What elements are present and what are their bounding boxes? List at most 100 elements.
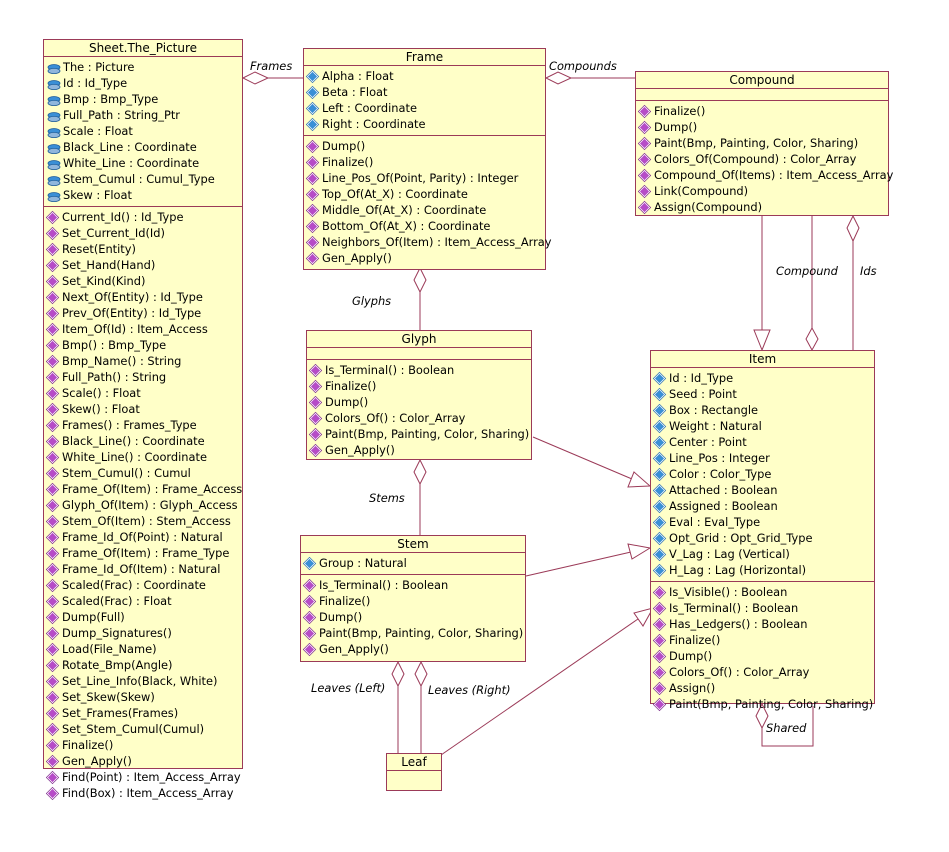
operation-row[interactable]: White_Line() : Coordinate (44, 449, 242, 465)
operation-row[interactable]: Neighbors_Of(Item) : Item_Access_Array (304, 234, 552, 250)
operation-row[interactable]: Frame_Of(Item) : Frame_Access (44, 481, 242, 497)
operation-row[interactable]: Colors_Of() : Color_Array (651, 664, 874, 680)
operation-row[interactable]: Finalize() (301, 593, 525, 609)
attribute-row[interactable]: Group : Natural (301, 555, 525, 571)
operation-row[interactable]: Find(Box) : Item_Access_Array (44, 785, 242, 801)
operation-row[interactable]: Frames() : Frames_Type (44, 417, 242, 433)
operation-row[interactable]: Colors_Of() : Color_Array (307, 410, 531, 426)
attribute-row[interactable]: Seed : Point (651, 386, 874, 402)
operation-row[interactable]: Prev_Of(Entity) : Id_Type (44, 305, 242, 321)
operation-row[interactable]: Paint(Bmp, Painting, Color, Sharing) (636, 135, 888, 151)
attribute-row[interactable]: Color : Color_Type (651, 466, 874, 482)
operation-row[interactable]: Set_Line_Info(Black, White) (44, 673, 242, 689)
operation-row[interactable]: Glyph_Of(Item) : Glyph_Access (44, 497, 242, 513)
operation-row[interactable]: Set_Skew(Skew) (44, 689, 242, 705)
operation-row[interactable]: Scaled(Frac) : Float (44, 593, 242, 609)
attribute-row[interactable]: Bmp : Bmp_Type (44, 91, 242, 107)
operation-row[interactable]: Finalize() (304, 154, 545, 170)
operation-row[interactable]: Frame_Id_Of(Point) : Natural (44, 529, 242, 545)
operation-row[interactable]: Is_Terminal() : Boolean (307, 362, 531, 378)
operation-row[interactable]: Finalize() (651, 632, 874, 648)
operation-row[interactable]: Frame_Id_Of(Item) : Natural (44, 561, 242, 577)
operation-row[interactable]: Gen_Apply() (44, 753, 242, 769)
operation-row[interactable]: Dump() (301, 609, 525, 625)
operation-row[interactable]: Is_Terminal() : Boolean (651, 600, 874, 616)
attribute-row[interactable]: Black_Line : Coordinate (44, 139, 242, 155)
operation-row[interactable]: Next_Of(Entity) : Id_Type (44, 289, 242, 305)
operation-row[interactable]: Gen_Apply() (304, 250, 545, 266)
attribute-row[interactable]: Alpha : Float (304, 68, 545, 84)
operation-row[interactable]: Find(Point) : Item_Access_Array (44, 769, 242, 785)
operation-row[interactable]: Gen_Apply() (307, 442, 531, 458)
operation-row[interactable]: Finalize() (307, 378, 531, 394)
operation-row[interactable]: Gen_Apply() (301, 641, 525, 657)
operation-row[interactable]: Top_Of(At_X) : Coordinate (304, 186, 545, 202)
operation-row[interactable]: Finalize() (44, 737, 242, 753)
operation-row[interactable]: Dump() (636, 119, 888, 135)
attribute-row[interactable]: Id : Id_Type (651, 370, 874, 386)
operation-row[interactable]: Full_Path() : String (44, 369, 242, 385)
operation-row[interactable]: Assign(Compound) (636, 199, 888, 215)
operation-row[interactable]: Scale() : Float (44, 385, 242, 401)
operation-row[interactable]: Is_Terminal() : Boolean (301, 577, 525, 593)
attribute-row[interactable]: The : Picture (44, 59, 242, 75)
attribute-row[interactable]: Left : Coordinate (304, 100, 545, 116)
operation-row[interactable]: Compound_Of(Items) : Item_Access_Array (636, 167, 893, 183)
operation-row[interactable]: Middle_Of(At_X) : Coordinate (304, 202, 545, 218)
attribute-row[interactable]: Attached : Boolean (651, 482, 874, 498)
operation-row[interactable]: Paint(Bmp, Painting, Color, Sharing) (301, 625, 525, 641)
operation-row[interactable]: Bottom_Of(At_X) : Coordinate (304, 218, 545, 234)
attribute-row[interactable]: Line_Pos : Integer (651, 450, 874, 466)
operation-row[interactable]: Is_Visible() : Boolean (651, 584, 874, 600)
operation-row[interactable]: Finalize() (636, 103, 888, 119)
operation-row[interactable]: Current_Id() : Id_Type (44, 209, 242, 225)
operation-row[interactable]: Stem_Of(Item) : Stem_Access (44, 513, 242, 529)
operation-row[interactable]: Dump_Signatures() (44, 625, 242, 641)
attribute-row[interactable]: Right : Coordinate (304, 116, 545, 132)
attribute-row[interactable]: Center : Point (651, 434, 874, 450)
operation-row[interactable]: Assign() (651, 680, 874, 696)
attribute-row[interactable]: V_Lag : Lag (Vertical) (651, 546, 874, 562)
operation-row[interactable]: Colors_Of(Compound) : Color_Array (636, 151, 888, 167)
operation-row[interactable]: Dump() (304, 138, 545, 154)
operation-row[interactable]: Scaled(Frac) : Coordinate (44, 577, 242, 593)
class-leaf[interactable]: Leaf (386, 753, 442, 791)
attribute-row[interactable]: Assigned : Boolean (651, 498, 874, 514)
attribute-row[interactable]: Skew : Float (44, 187, 242, 203)
operation-row[interactable]: Rotate_Bmp(Angle) (44, 657, 242, 673)
attribute-row[interactable]: Stem_Cumul : Cumul_Type (44, 171, 242, 187)
operation-row[interactable]: Set_Hand(Hand) (44, 257, 242, 273)
operation-row[interactable]: Dump() (307, 394, 531, 410)
attribute-row[interactable]: Scale : Float (44, 123, 242, 139)
operation-row[interactable]: Stem_Cumul() : Cumul (44, 465, 242, 481)
operation-row[interactable]: Bmp_Name() : String (44, 353, 242, 369)
attribute-row[interactable]: White_Line : Coordinate (44, 155, 242, 171)
operation-row[interactable]: Link(Compound) (636, 183, 888, 199)
operation-row[interactable]: Paint(Bmp, Painting, Color, Sharing) (651, 696, 874, 712)
attribute-row[interactable]: Beta : Float (304, 84, 545, 100)
attribute-row[interactable]: H_Lag : Lag (Horizontal) (651, 562, 874, 578)
operation-row[interactable]: Load(File_Name) (44, 641, 242, 657)
operation-row[interactable]: Reset(Entity) (44, 241, 242, 257)
operation-row[interactable]: Set_Current_Id(Id) (44, 225, 242, 241)
operation-row[interactable]: Bmp() : Bmp_Type (44, 337, 242, 353)
attribute-row[interactable]: Full_Path : String_Ptr (44, 107, 242, 123)
attribute-row[interactable]: Box : Rectangle (651, 402, 874, 418)
operation-row[interactable]: Frame_Of(Item) : Frame_Type (44, 545, 242, 561)
operation-row[interactable]: Set_Frames(Frames) (44, 705, 242, 721)
operation-row[interactable]: Dump(Full) (44, 609, 242, 625)
operation-row[interactable]: Item_Of(Id) : Item_Access (44, 321, 242, 337)
operation-row[interactable]: Dump() (651, 648, 874, 664)
operation-row[interactable]: Set_Kind(Kind) (44, 273, 242, 289)
operation-row[interactable]: Set_Stem_Cumul(Cumul) (44, 721, 242, 737)
operation-row[interactable]: Line_Pos_Of(Point, Parity) : Integer (304, 170, 545, 186)
attribute-row[interactable]: Eval : Eval_Type (651, 514, 874, 530)
operation-row[interactable]: Paint(Bmp, Painting, Color, Sharing) (307, 426, 531, 442)
attribute-row[interactable]: Opt_Grid : Opt_Grid_Type (651, 530, 874, 546)
operation-row[interactable]: Skew() : Float (44, 401, 242, 417)
